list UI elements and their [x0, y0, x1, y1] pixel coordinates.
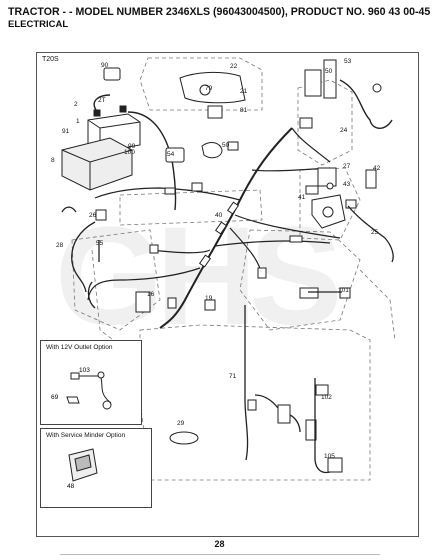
- page-subtitle: ELECTRICAL: [8, 19, 69, 30]
- label-50: 50: [325, 68, 333, 75]
- label-2t: 2T: [98, 97, 106, 104]
- label-43: 43: [343, 181, 351, 188]
- label-54: 54: [167, 151, 175, 158]
- label-105: 105: [324, 453, 335, 460]
- inset-12v-label-69: 69: [51, 394, 59, 401]
- label-50b: 50: [222, 142, 230, 149]
- inset-service-minder: With Service Minder Option 48: [40, 428, 152, 508]
- label-79: 79: [205, 85, 213, 92]
- inset-minder-label-48: 48: [67, 483, 75, 490]
- label-2: 2: [74, 101, 78, 108]
- label-81: 81: [240, 107, 248, 114]
- label-55: 55: [96, 240, 104, 247]
- diagram-code: T20S: [42, 56, 59, 63]
- footer-divider: [60, 554, 380, 555]
- label-28: 28: [56, 242, 64, 249]
- label-41: 41: [298, 194, 306, 201]
- label-90: 90: [101, 62, 109, 69]
- label-22: 22: [230, 63, 238, 70]
- label-91: 91: [62, 128, 70, 135]
- page-number: 28: [214, 539, 225, 549]
- label-16: 16: [147, 291, 155, 298]
- label-102: 102: [321, 394, 332, 401]
- label-40: 40: [215, 212, 223, 219]
- inset-minder-drawing: 48: [67, 448, 98, 490]
- label-42: 42: [373, 165, 381, 172]
- label-29: 29: [177, 420, 185, 427]
- label-27: 27: [343, 163, 351, 170]
- battery-box: [61, 137, 133, 191]
- inset-12v-drawing: 103 69: [51, 367, 112, 410]
- label-25: 25: [371, 229, 379, 236]
- inset-12v-label-103: 103: [79, 367, 90, 374]
- page-title: TRACTOR - - MODEL NUMBER 2346XLS (960430…: [8, 6, 431, 18]
- harness-connectors: [149, 182, 303, 311]
- ground-cables: [61, 205, 394, 474]
- diagram-frame: [36, 52, 419, 537]
- label-101: 101: [338, 287, 349, 294]
- label-8: 8: [51, 157, 55, 164]
- inset-12v-outlet: With 12V Outlet Option 103 69: [40, 340, 142, 425]
- inset-minder-title: With Service Minder Option: [46, 432, 126, 439]
- part-labels: 90 22 50 53 2 2T 79 21 81 1 91 99 100 8 …: [51, 58, 381, 460]
- label-53: 53: [344, 58, 352, 65]
- label-26: 26: [89, 212, 97, 219]
- label-1: 1: [76, 118, 80, 125]
- label-19: 19: [205, 295, 213, 302]
- misc-parts: [95, 59, 393, 473]
- label-100: 100: [124, 149, 135, 156]
- label-21: 21: [240, 88, 248, 95]
- inset-12v-title: With 12V Outlet Option: [46, 344, 113, 351]
- label-99: 99: [128, 143, 136, 150]
- label-24: 24: [340, 127, 348, 134]
- label-71: 71: [229, 373, 237, 380]
